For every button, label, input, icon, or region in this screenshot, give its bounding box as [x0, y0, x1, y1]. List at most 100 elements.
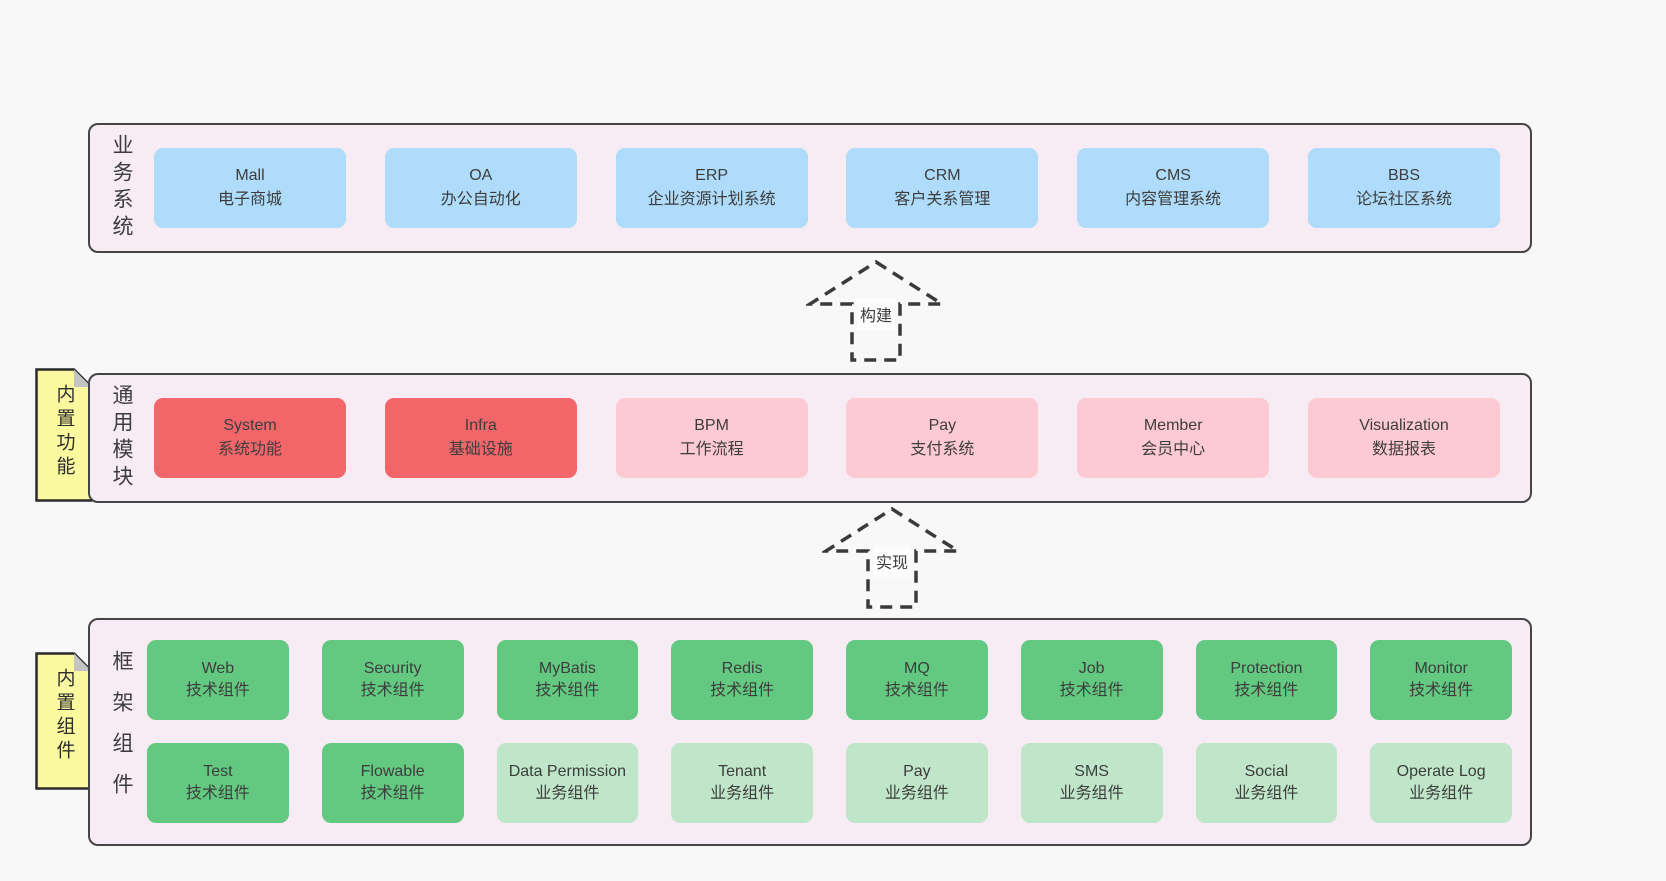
- box-title: BPM: [694, 417, 729, 434]
- box-subtitle: 支付系统: [910, 441, 975, 458]
- business-box-row: Mall 电子商城 OA 办公自动化 ERP 企业资源计划系统 CRM 客户关系…: [154, 125, 1500, 251]
- layer-common-modules: 通用模块 System 系统功能 Infra 基础设施 BPM 工作流程 Pay…: [88, 373, 1532, 503]
- box-bbs: BBS 论坛社区系统: [1307, 148, 1500, 228]
- box-title: SMS: [1074, 762, 1109, 780]
- box-monitor: Monitor 技术组件: [1370, 640, 1512, 720]
- box-sms: SMS 业务组件: [1020, 743, 1163, 823]
- box-redis: Redis 技术组件: [671, 640, 813, 720]
- box-pay-system: Pay 支付系统: [846, 398, 1039, 478]
- box-subtitle: 论坛社区系统: [1355, 191, 1452, 208]
- box-subtitle: 技术组件: [884, 682, 949, 699]
- box-subtitle: 技术组件: [1409, 682, 1474, 699]
- box-title: Flowable: [360, 762, 425, 780]
- box-title: Pay: [928, 417, 957, 434]
- box-title: MyBatis: [538, 659, 596, 677]
- box-title: Tenant: [718, 762, 767, 780]
- box-title: Data Permission: [508, 762, 627, 780]
- box-title: Test: [203, 762, 233, 780]
- box-title: BBS: [1387, 167, 1420, 184]
- box-title: Social: [1244, 762, 1289, 780]
- box-web: Web 技术组件: [147, 640, 289, 720]
- box-subtitle: 业务组件: [710, 785, 775, 802]
- arrow-label-build: 构建: [856, 298, 896, 330]
- box-subtitle: 业务组件: [1059, 785, 1124, 802]
- box-title: Security: [363, 659, 422, 677]
- box-member: Member 会员中心: [1077, 398, 1270, 478]
- box-title: Protection: [1230, 659, 1303, 677]
- box-title: System: [223, 417, 277, 434]
- box-title: Operate Log: [1396, 762, 1486, 780]
- box-subtitle: 技术组件: [1059, 682, 1124, 699]
- box-subtitle: 技术组件: [360, 785, 425, 802]
- box-protection: Protection 技术组件: [1195, 640, 1338, 720]
- arrow-label-implement: 实现: [872, 545, 912, 577]
- layer-label-business: 业务系统: [110, 134, 133, 242]
- box-social: Social 业务组件: [1195, 743, 1338, 823]
- box-title: Pay: [903, 762, 931, 780]
- box-system: System 系统功能: [154, 398, 346, 478]
- box-title: Member: [1143, 417, 1203, 434]
- box-title: ERP: [695, 167, 729, 184]
- dashed-up-arrow-icon: [806, 259, 946, 362]
- sticky-note-built-in-features: 内置功能: [35, 368, 93, 502]
- box-bpm: BPM 工作流程: [615, 398, 808, 478]
- sticky-note-built-in-components: 内置组件: [35, 652, 93, 790]
- box-title: Job: [1078, 659, 1105, 677]
- box-subtitle: 电子商城: [217, 191, 282, 208]
- box-test: Test 技术组件: [147, 743, 289, 823]
- box-security: Security 技术组件: [321, 640, 464, 720]
- box-visualization: Visualization 数据报表: [1307, 398, 1500, 478]
- box-subtitle: 技术组件: [535, 682, 600, 699]
- box-subtitle: 数据报表: [1371, 441, 1436, 458]
- sticky-note-icon: [35, 652, 93, 790]
- box-crm: CRM 客户关系管理: [846, 148, 1039, 228]
- box-title: Mall: [235, 167, 265, 184]
- box-subtitle: 内容管理系统: [1125, 191, 1222, 208]
- note-text: 内置组件: [53, 668, 75, 764]
- box-cms: CMS 内容管理系统: [1077, 148, 1270, 228]
- box-title: OA: [469, 167, 493, 184]
- box-data-permission: Data Permission 业务组件: [496, 743, 639, 823]
- box-title: Visualization: [1359, 417, 1449, 434]
- box-subtitle: 系统功能: [217, 441, 282, 458]
- box-subtitle: 办公自动化: [440, 191, 521, 208]
- box-subtitle: 技术组件: [185, 682, 250, 699]
- box-operate-log: Operate Log 业务组件: [1370, 743, 1512, 823]
- box-pay-component: Pay 业务组件: [846, 743, 988, 823]
- fold-corner-icon: [74, 653, 92, 671]
- box-subtitle: 业务组件: [1234, 785, 1299, 802]
- box-title: Monitor: [1414, 659, 1468, 677]
- arrow-up-implement: 实现: [822, 505, 962, 611]
- box-mall: Mall 电子商城: [154, 148, 346, 228]
- box-title: Infra: [464, 417, 497, 434]
- box-tenant: Tenant 业务组件: [671, 743, 813, 823]
- box-subtitle: 技术组件: [185, 785, 250, 802]
- sticky-note-icon: [35, 368, 93, 502]
- box-title: Redis: [721, 659, 763, 677]
- layer-framework-components: 框架组件 Web 技术组件 Security 技术组件 MyBatis 技术组件…: [88, 618, 1532, 846]
- box-erp: ERP 企业资源计划系统: [615, 148, 808, 228]
- box-subtitle: 技术组件: [1234, 682, 1299, 699]
- box-subtitle: 业务组件: [884, 785, 949, 802]
- layer-label-modules: 通用模块: [110, 384, 133, 492]
- box-job: Job 技术组件: [1020, 640, 1163, 720]
- box-mq: MQ 技术组件: [846, 640, 988, 720]
- box-subtitle: 工作流程: [679, 441, 744, 458]
- box-subtitle: 业务组件: [535, 785, 600, 802]
- box-subtitle: 技术组件: [710, 682, 775, 699]
- box-subtitle: 业务组件: [1409, 785, 1474, 802]
- layer-business-systems: 业务系统 Mall 电子商城 OA 办公自动化 ERP 企业资源计划系统 CRM…: [88, 123, 1532, 253]
- framework-grid: Web 技术组件 Security 技术组件 MyBatis 技术组件 Redi…: [147, 640, 1512, 823]
- fold-corner-icon: [74, 369, 92, 387]
- box-subtitle: 基础设施: [448, 441, 513, 458]
- box-infra: Infra 基础设施: [384, 398, 577, 478]
- box-title: CMS: [1155, 167, 1191, 184]
- box-subtitle: 客户关系管理: [894, 191, 991, 208]
- box-flowable: Flowable 技术组件: [321, 743, 464, 823]
- box-subtitle: 会员中心: [1141, 441, 1206, 458]
- note-text: 内置功能: [53, 384, 75, 480]
- box-title: Web: [201, 659, 235, 677]
- box-title: MQ: [903, 659, 930, 677]
- box-mybatis: MyBatis 技术组件: [496, 640, 639, 720]
- modules-box-row: System 系统功能 Infra 基础设施 BPM 工作流程 Pay 支付系统…: [154, 375, 1500, 501]
